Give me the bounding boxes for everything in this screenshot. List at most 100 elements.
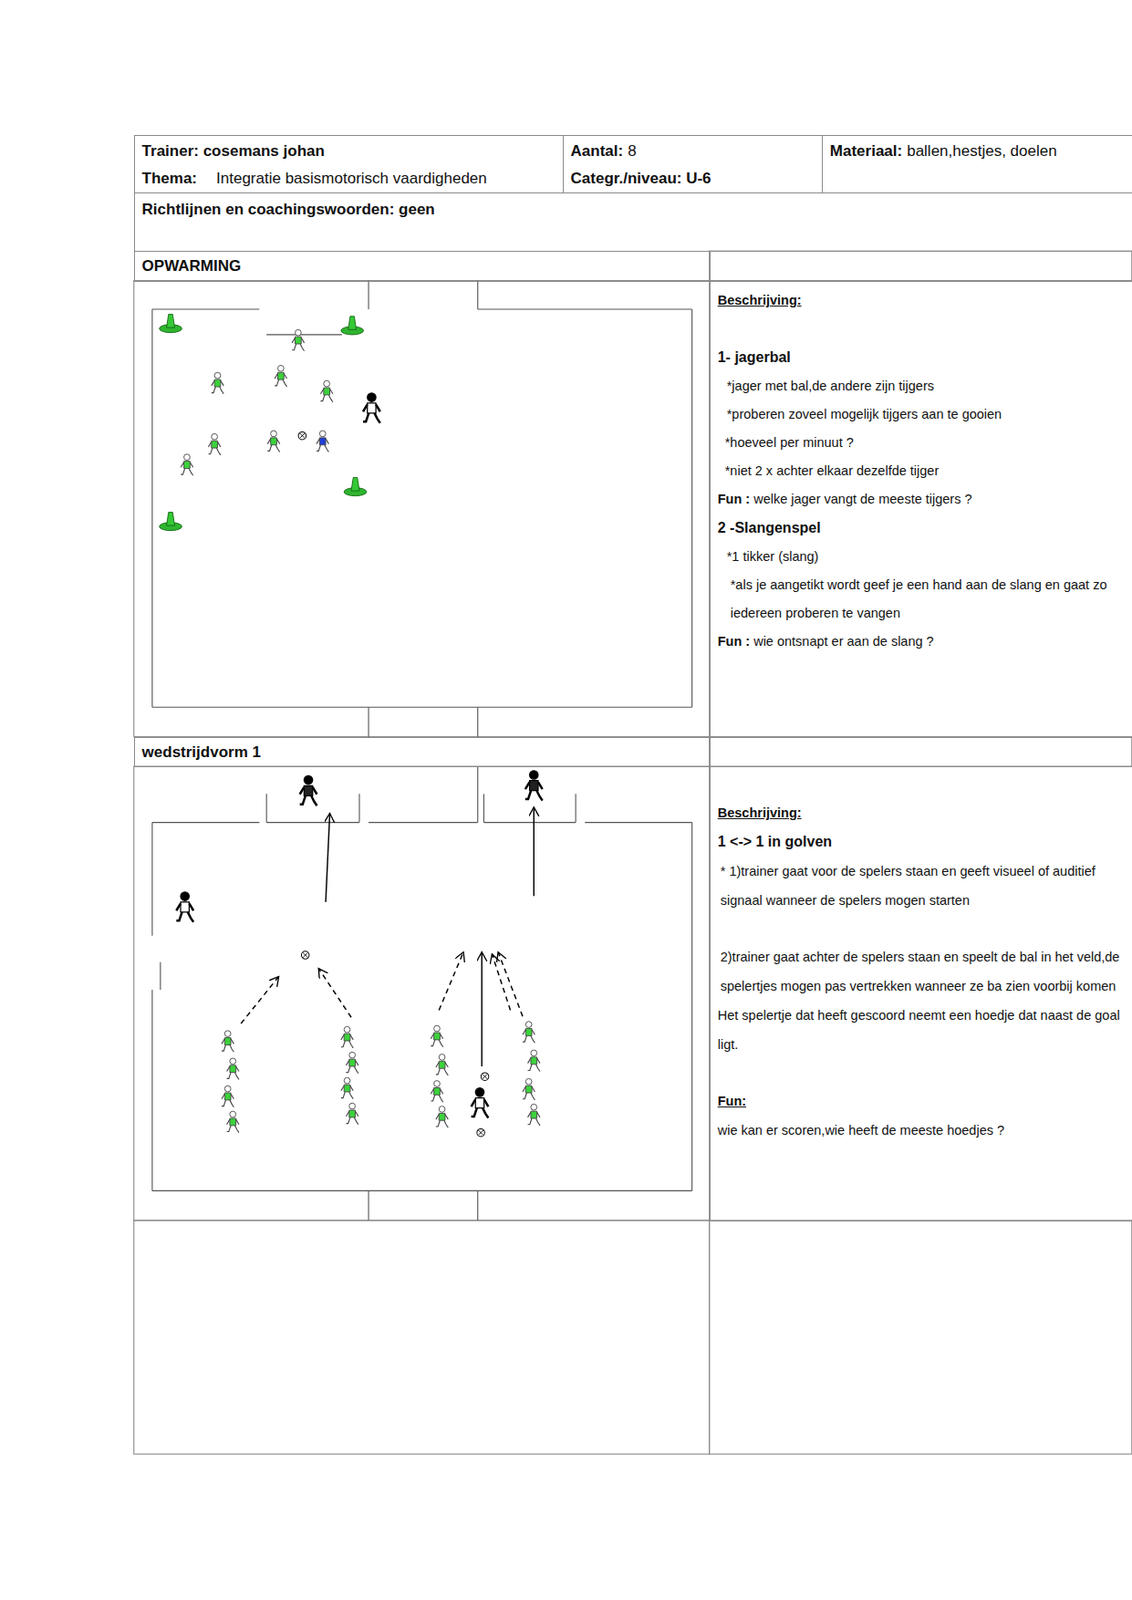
cell-heading: Categr./niveau: U-6 [571, 169, 712, 187]
player-figure [227, 1111, 239, 1132]
figure-limbs [522, 1086, 535, 1101]
player-figure [436, 1106, 448, 1128]
figure-limbs [436, 1061, 448, 1076]
player-figure [341, 1026, 354, 1048]
cell-heading: Richtlijnen en coachingswoorden: geen [142, 200, 436, 219]
figure-head [270, 430, 278, 437]
field-line [152, 821, 260, 823]
figure-limbs [274, 373, 287, 387]
text-row: Fun :wie ontsnapt er aan de slang ? [717, 627, 1125, 656]
figure-head [224, 1085, 231, 1092]
table-cell: Aantal:8Categr./niveau: U-6 [562, 135, 823, 195]
cone-body [166, 314, 176, 329]
field-line [152, 308, 260, 310]
player-figure [180, 454, 193, 476]
player-figure [522, 1078, 535, 1100]
run-arrow [498, 952, 523, 1017]
ball-symbol [480, 1072, 489, 1081]
figure-limbs [320, 388, 333, 403]
player-figure [528, 1049, 541, 1071]
run-arrow [438, 952, 464, 1011]
ball-symbol [301, 951, 310, 960]
cell-text: *proberen zoveel mogelijk tijgers aan te… [726, 406, 1002, 422]
figure-torso [224, 1038, 231, 1046]
figure-torso [529, 780, 539, 791]
field-line [159, 962, 161, 990]
player-figure [320, 380, 333, 402]
figure-torso [349, 1059, 356, 1067]
run-arrow [240, 976, 279, 1024]
text-row: 1 <-> 1 in golven [717, 827, 1125, 857]
figure-limbs [227, 1066, 239, 1081]
figure-torso [349, 1110, 356, 1118]
figure-head [349, 1102, 356, 1110]
figure-torso [277, 372, 284, 380]
run-arrow [318, 968, 352, 1018]
text-row: Beschrijving: [717, 286, 1125, 315]
text-row: Categr./niveau: U-6 [571, 165, 815, 193]
figure-head [229, 1111, 237, 1118]
field-line [358, 793, 360, 822]
text-row: *1 tikker (slang) [726, 542, 1125, 572]
field-line [266, 793, 268, 822]
cone-body [348, 316, 357, 331]
figure-limbs [430, 1089, 443, 1103]
cell-heading: Thema: [142, 169, 198, 187]
trainer-figure [176, 892, 194, 923]
player-figure [430, 1080, 443, 1102]
cell-heading: Fun: [717, 1093, 747, 1109]
figure-torso [295, 336, 302, 344]
cell-heading: Fun : [717, 491, 750, 507]
text-row: * 1)trainer gaat voor de spelers staan e… [720, 856, 1125, 915]
text-row: 2 -Slangenspel [717, 513, 1125, 543]
figure-limbs [528, 1111, 541, 1126]
figure-torso [367, 403, 376, 414]
cell-text: 8 [627, 142, 636, 160]
ball-pattern [302, 952, 309, 958]
figure-torso [319, 437, 326, 446]
text-row: Thema:Integratie basismotorisch vaardigh… [142, 165, 556, 193]
figure-head [184, 454, 191, 461]
field-line [367, 706, 369, 737]
figure-limbs [345, 1059, 358, 1074]
table-cell [134, 1220, 710, 1454]
table-cell: Richtlijnen en coachingswoorden: geen [134, 192, 1132, 252]
text-row: Fun: [717, 1086, 1125, 1116]
figure-head [229, 1058, 237, 1065]
figure-torso [184, 461, 191, 469]
cell-heading: wedstrijdvorm 1 [142, 743, 261, 761]
cell-text: 2)trainer gaat achter de spelers staan e… [720, 949, 1121, 994]
field-line [691, 822, 693, 1192]
shot-arrow [325, 813, 330, 903]
figure-limbs [528, 1058, 541, 1072]
cone-marker [159, 314, 183, 333]
table-cell: OPWARMING [134, 250, 711, 281]
cell-text: ballen,hestjes, doelen [906, 142, 1057, 160]
ball-pattern [300, 433, 306, 439]
figure-torso [434, 1032, 441, 1040]
cell-text: *jager met bal,de andere zijn tijgers [726, 378, 935, 394]
figure-limbs [363, 404, 381, 423]
table-cell: Materiaal:ballen,hestjes, doelen [821, 135, 1132, 195]
figure-head [530, 1049, 538, 1057]
cell-text: * 1)trainer gaat voor de spelers staan e… [720, 863, 1096, 908]
ball-pattern [477, 1130, 484, 1136]
text-row: Aantal:8 [571, 137, 815, 166]
player-figure [341, 1077, 354, 1099]
figure-head [343, 1026, 351, 1033]
trainer-figure [363, 393, 381, 424]
table-cell [709, 250, 1132, 281]
cell-heading: Aantal: [571, 142, 624, 160]
figure-limbs [471, 1099, 489, 1118]
text-row: *jager met bal,de andere zijn tijgers [726, 372, 1125, 401]
player-figure [345, 1051, 358, 1073]
figure-torso [530, 1111, 538, 1119]
field-line [151, 989, 153, 1191]
figure-head [530, 1103, 538, 1111]
cell-text: wie kan er scoren,wie heeft de meeste ho… [717, 1122, 1005, 1138]
cell-heading: Beschrijving: [717, 805, 802, 821]
field-line [367, 1190, 369, 1220]
cell-heading: 1 <-> 1 in golven [717, 833, 832, 850]
figure-head [303, 775, 312, 784]
